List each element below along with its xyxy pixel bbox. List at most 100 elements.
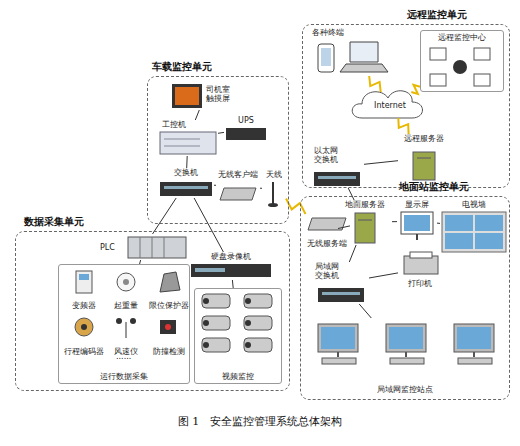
network-cable: [153, 198, 177, 234]
sensor-node: 限位保护器: [148, 268, 190, 310]
phone-icon: [318, 44, 334, 72]
network-cable: [195, 110, 199, 120]
unit-heading: 数据采集单元: [24, 216, 84, 228]
node-label: UPS: [224, 116, 268, 125]
anemometer-cup: [116, 318, 122, 324]
dvr-node: 硬盘录像机: [188, 252, 274, 280]
collision-sensor-icon: [160, 320, 176, 334]
unit-region: 远程监控单元各种终端远程监控中心Internet以太网交换机远程服务器: [302, 24, 510, 188]
anemometer-cup: [130, 318, 136, 324]
tv-screen: [475, 215, 503, 231]
unit-heading: 地面站监控单元: [399, 181, 469, 193]
network-cable: [338, 226, 350, 229]
plc-icon: [128, 237, 186, 258]
load-cell-core: [123, 279, 129, 285]
network-cable: [218, 132, 224, 134]
network-cable: [369, 273, 398, 278]
ellipsis-label: ......: [116, 352, 131, 361]
workstation-icons: [318, 324, 494, 364]
wireless-server-node: 无线服务端: [304, 214, 350, 248]
network-cable: [364, 161, 398, 165]
network-cable: [214, 185, 216, 186]
wireless-client-node: 无线客户端: [216, 170, 260, 204]
touchscreen-node: 司机室触摸屏: [170, 82, 240, 110]
server-slot: [417, 158, 431, 159]
dvr-panel: [195, 268, 225, 272]
touchscreen-display: [175, 87, 199, 105]
switch-node: 以太网交换机: [312, 146, 364, 188]
figure-caption: 图 1 安全监控管理系统总体架构: [0, 414, 520, 429]
node-label: Internet: [356, 101, 424, 110]
node-label: 局域网交换机: [315, 262, 343, 280]
node-label: 以太网交换机: [314, 146, 342, 164]
node-label: 各种终端: [312, 28, 344, 37]
operator-icon: [453, 60, 467, 74]
center-monitor: [474, 74, 490, 86]
tv-screen: [445, 233, 473, 249]
camera-icons: [202, 294, 272, 352]
tv-wall-node: 电视墙: [440, 200, 508, 254]
node-label: 司机室触摸屏: [206, 85, 234, 103]
wireless-link: [369, 76, 381, 92]
touchscreen-icon: [172, 84, 202, 108]
switch-icon: [160, 182, 212, 196]
wireless-link: [411, 85, 420, 94]
center-monitor: [430, 48, 446, 60]
sensor-node: 防撞检测: [148, 314, 190, 356]
ipc-slot: [164, 146, 200, 147]
network-cable: [349, 245, 356, 262]
laptop-base: [340, 64, 388, 72]
node-label: 无线客户端: [216, 170, 260, 179]
node-label: PLC: [100, 243, 115, 252]
sensor-group: 运行数据采集 变频器起重量限位保护器行程编码器风速仪防撞检测: [58, 264, 190, 384]
wireless-client-icon: [220, 188, 256, 200]
switch-icon: [314, 172, 360, 186]
sensor-node: 行程编码器: [62, 314, 106, 356]
ups-icon: [226, 128, 266, 140]
unit-heading: 车载监控单元: [152, 61, 212, 73]
ipc-node: 工控机: [158, 120, 218, 156]
plc-module: [164, 237, 165, 258]
network-cable: [437, 223, 440, 224]
ipc-icon: [160, 132, 216, 154]
wireless-link: [398, 118, 408, 134]
node-label: 远程服务器: [398, 134, 450, 143]
printer-paper: [410, 252, 432, 258]
node-label: 远程监控中心: [421, 33, 503, 42]
switch-ports: [322, 292, 360, 295]
tv-screen: [445, 215, 473, 231]
inverter-icon: [76, 271, 92, 293]
node-label: 硬盘录像机: [188, 252, 274, 261]
camera-group: 视频监控: [194, 288, 282, 384]
switch-ports: [318, 176, 356, 179]
node-label: 变频器: [64, 301, 104, 310]
switch-ports: [164, 186, 208, 189]
server-icon: [355, 213, 375, 243]
server-node: 地面服务器: [338, 200, 392, 245]
switch-icon: [318, 288, 364, 302]
node-label: 防撞检测: [148, 347, 190, 356]
phone-screen: [321, 48, 331, 66]
node-label: 工控机: [162, 120, 186, 129]
monitor-node: 显示屏: [397, 200, 437, 242]
node-label: 显示屏: [397, 200, 437, 209]
monitor-screen: [404, 215, 430, 231]
sensor-lens: [165, 324, 171, 330]
unit-region: 地面站监控单元地面服务器显示屏电视墙无线服务端局域网交换机打印机局域网监控站点: [300, 196, 510, 400]
ipc-slot: [164, 139, 200, 140]
tv-wall-icon: [442, 212, 506, 252]
node-label: 起重量: [106, 301, 146, 310]
unit-region: 数据采集单元PLC运行数据采集变频器起重量限位保护器行程编码器风速仪防撞检测硬盘…: [15, 231, 290, 391]
unit-region: 车载监控单元司机室触摸屏工控机UPS交换机无线客户端天线: [147, 76, 289, 224]
node-label: 行程编码器: [62, 347, 106, 356]
center-monitor: [430, 74, 446, 86]
encoder-icon: [75, 318, 93, 336]
center-monitor: [474, 48, 490, 60]
plc-module: [152, 237, 153, 258]
sensor-node: 风速仪: [106, 314, 146, 356]
node-label: 无线服务端: [304, 239, 350, 248]
tv-screen: [475, 233, 503, 249]
node-label: 运行数据采集: [59, 372, 189, 381]
load-cell-icon: [117, 273, 135, 291]
terminal-node: 各种终端: [312, 28, 392, 76]
